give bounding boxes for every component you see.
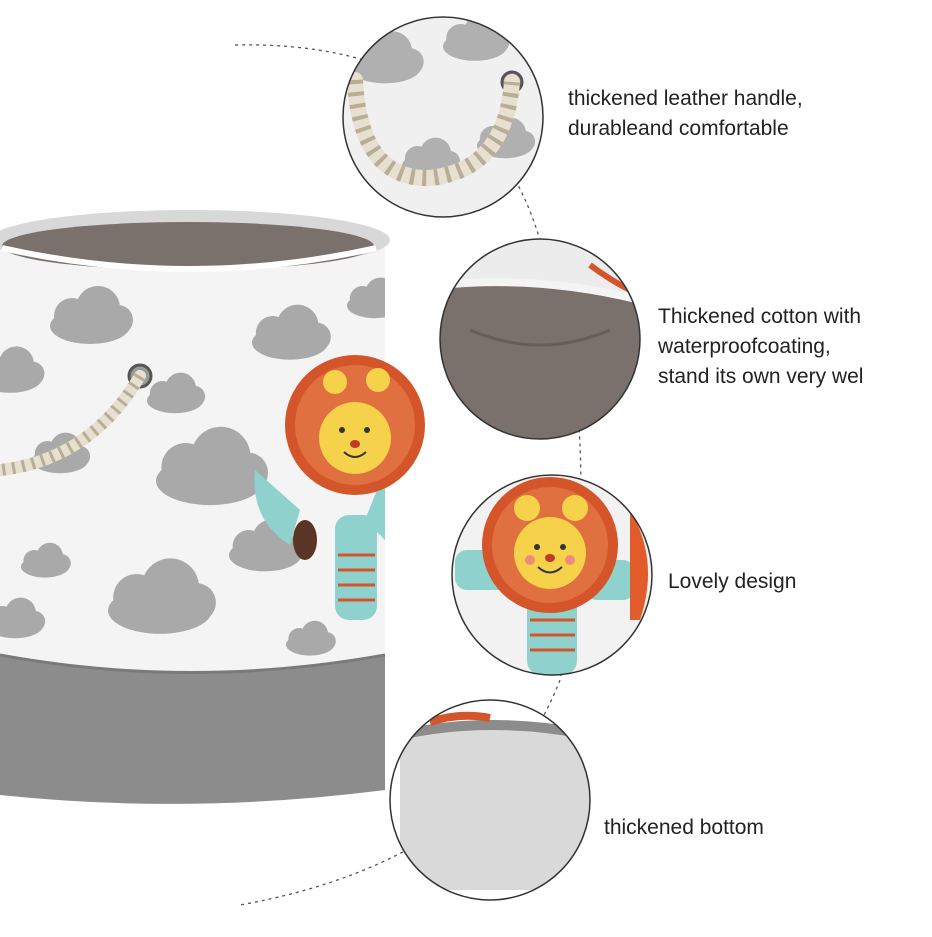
lion-applique-icon	[254, 355, 425, 620]
callout-text-design: Lovely design	[668, 570, 797, 593]
callout-circle-bottom	[390, 700, 590, 900]
callout-circle-lining	[440, 239, 640, 439]
callout-text-bottom: thickened bottom	[604, 816, 764, 839]
callout-text-handle: thickened leather handle, durableand com…	[568, 87, 803, 140]
dashed-connector-arc	[234, 44, 582, 906]
callout-circle-handle	[343, 17, 543, 217]
callout-text-lining: Thickened cotton with waterproofcoating,…	[658, 305, 864, 388]
laundry-basket	[0, 210, 425, 804]
callout-circle-lion	[452, 475, 652, 675]
rope-handle-icon	[0, 363, 153, 476]
